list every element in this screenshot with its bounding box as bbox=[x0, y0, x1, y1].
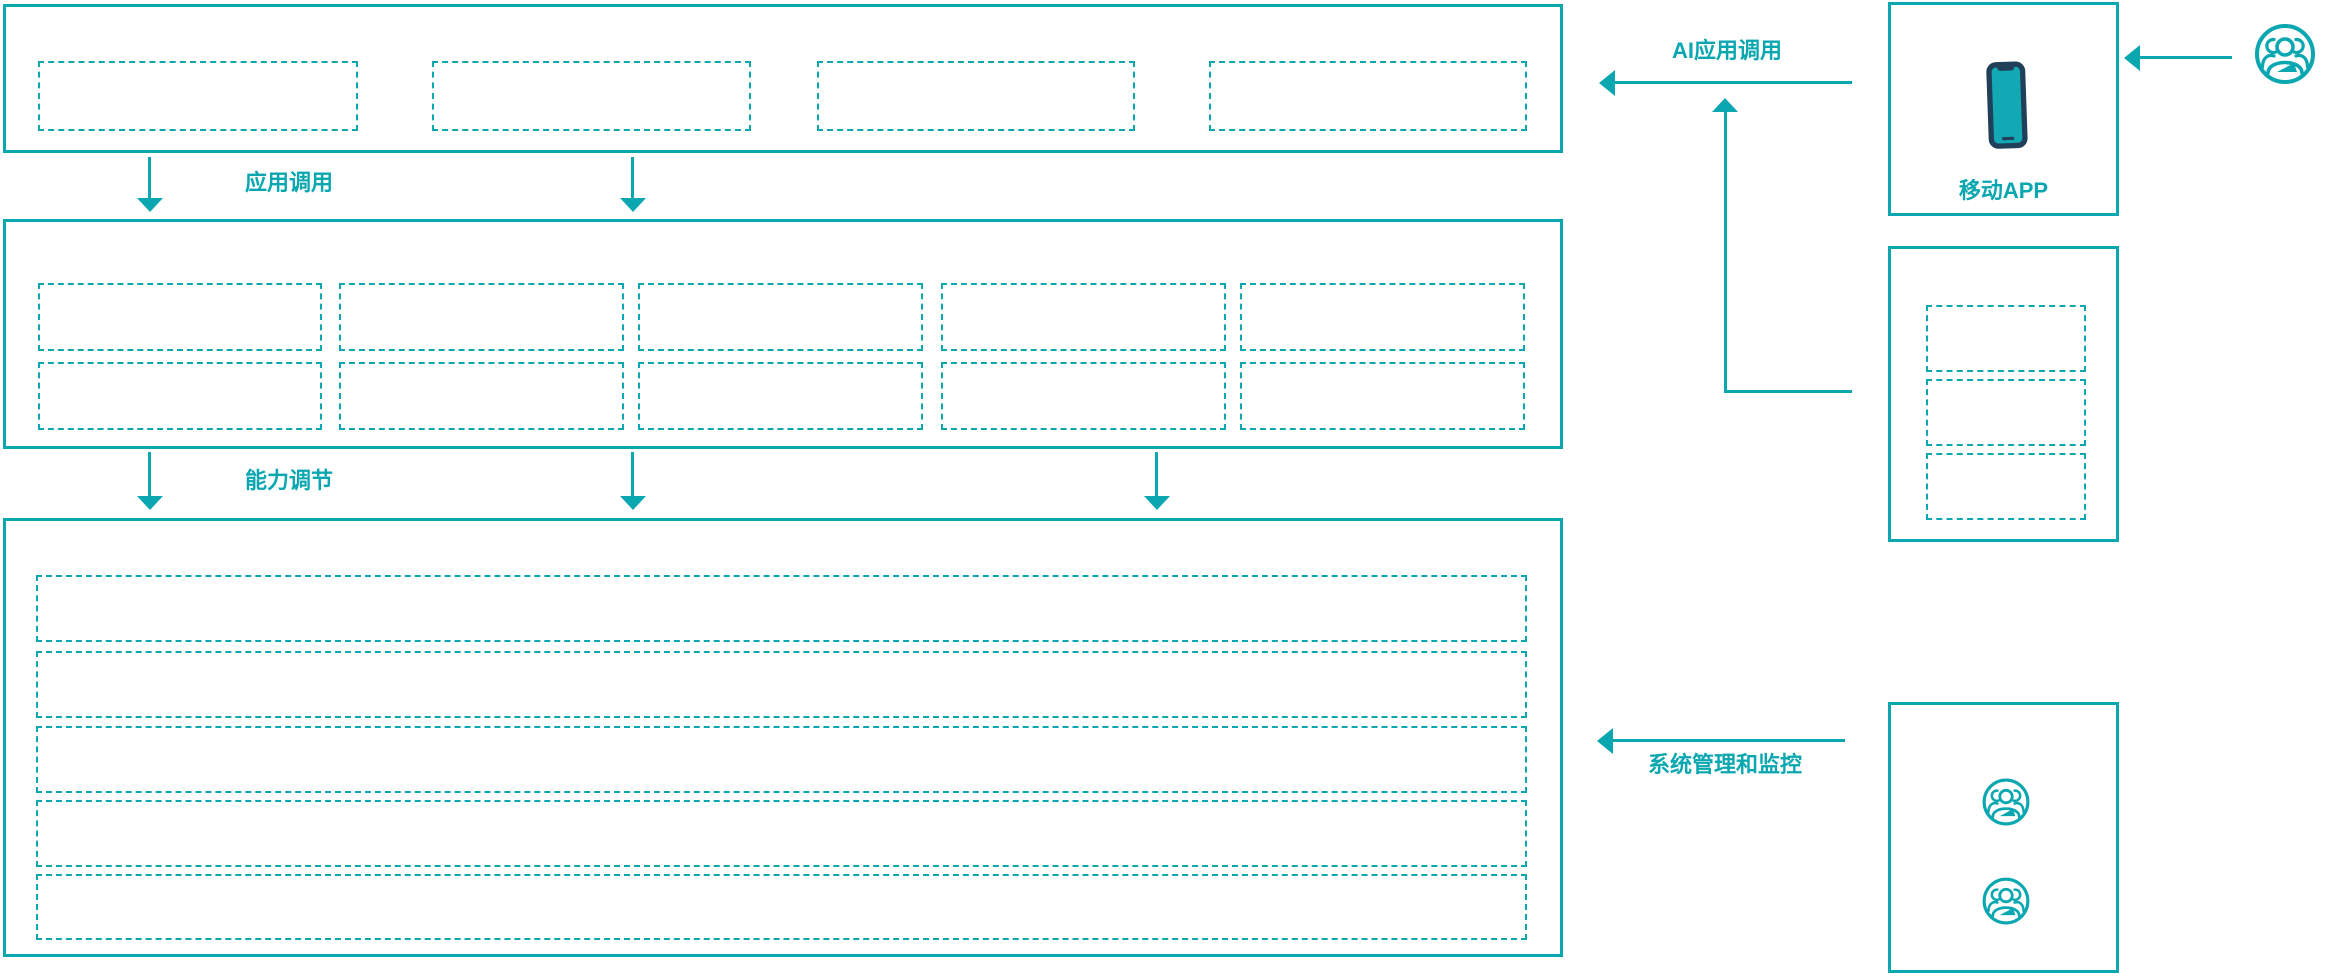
arrow-down-app-call-2 bbox=[620, 157, 646, 212]
platform-layer-panel bbox=[3, 518, 1563, 957]
placeholder-box bbox=[339, 362, 624, 430]
arrow-down-capability-1 bbox=[137, 452, 163, 510]
placeholder-box bbox=[1926, 305, 2086, 372]
arrow-line bbox=[631, 452, 634, 496]
admin-users-box bbox=[1888, 702, 2119, 973]
arrow-line bbox=[1155, 452, 1158, 496]
placeholder-box bbox=[38, 283, 322, 351]
placeholder-box bbox=[1240, 362, 1525, 430]
arrow-head-left-icon bbox=[1599, 70, 1615, 96]
label-system-management: 系统管理和监控 bbox=[1648, 752, 1803, 777]
placeholder-row bbox=[36, 575, 1527, 642]
placeholder-box bbox=[941, 283, 1226, 351]
arrow-line bbox=[1724, 390, 1852, 393]
placeholder-box bbox=[817, 61, 1135, 131]
user-group-icon bbox=[2253, 22, 2317, 86]
arrow-line bbox=[148, 157, 151, 198]
mobile-app-label: 移动APP bbox=[1958, 178, 2049, 203]
arrow-line bbox=[1613, 739, 1845, 742]
arrow-head-down-icon bbox=[137, 496, 163, 510]
arrow-line bbox=[2140, 56, 2232, 59]
placeholder-row bbox=[36, 800, 1527, 867]
arrow-head-down-icon bbox=[137, 198, 163, 212]
arrow-line bbox=[1724, 112, 1727, 391]
mobile-app-box: 移动APP bbox=[1888, 2, 2119, 216]
arrow-head-down-icon bbox=[1144, 496, 1170, 510]
placeholder-box bbox=[638, 362, 923, 430]
placeholder-box bbox=[432, 61, 751, 131]
arrow-head-down-icon bbox=[620, 198, 646, 212]
placeholder-box bbox=[941, 362, 1226, 430]
arrow-line bbox=[148, 452, 151, 496]
arrow-left-ai-app-call bbox=[1599, 70, 1852, 96]
arrow-line bbox=[1615, 81, 1852, 84]
arrow-line bbox=[631, 157, 634, 198]
placeholder-box bbox=[1926, 453, 2086, 520]
placeholder-box bbox=[1209, 61, 1527, 131]
user-group-icon bbox=[1981, 876, 2031, 926]
arrow-left-system-management bbox=[1597, 728, 1845, 754]
label-ai-app-call: AI应用调用 bbox=[1672, 38, 1783, 63]
placeholder-row bbox=[36, 651, 1527, 718]
label-app-call: 应用调用 bbox=[245, 170, 334, 195]
arrow-head-left-icon bbox=[1597, 728, 1613, 754]
arrow-down-capability-3 bbox=[1144, 452, 1170, 510]
placeholder-row bbox=[36, 726, 1527, 793]
arrow-down-capability-2 bbox=[620, 452, 646, 510]
placeholder-box bbox=[1926, 379, 2086, 446]
placeholder-box bbox=[339, 283, 624, 351]
label-capability-adjust: 能力调节 bbox=[245, 468, 334, 493]
service-stack-box bbox=[1888, 246, 2119, 542]
arrow-down-app-call-1 bbox=[137, 157, 163, 212]
application-layer-panel bbox=[3, 4, 1563, 153]
smartphone-icon bbox=[1982, 58, 2031, 154]
user-group-icon bbox=[1981, 777, 2031, 827]
elbow-connector-up bbox=[1712, 98, 1854, 394]
placeholder-box bbox=[1240, 283, 1525, 351]
capability-layer-panel bbox=[3, 219, 1563, 449]
placeholder-box bbox=[38, 61, 358, 131]
arrow-head-down-icon bbox=[620, 496, 646, 510]
arrow-left-user-to-mobile-app bbox=[2124, 45, 2232, 71]
placeholder-box bbox=[638, 283, 923, 351]
arrow-head-left-icon bbox=[2124, 45, 2140, 71]
placeholder-row bbox=[36, 874, 1527, 940]
placeholder-box bbox=[38, 362, 322, 430]
arrow-head-up-icon bbox=[1712, 98, 1738, 112]
